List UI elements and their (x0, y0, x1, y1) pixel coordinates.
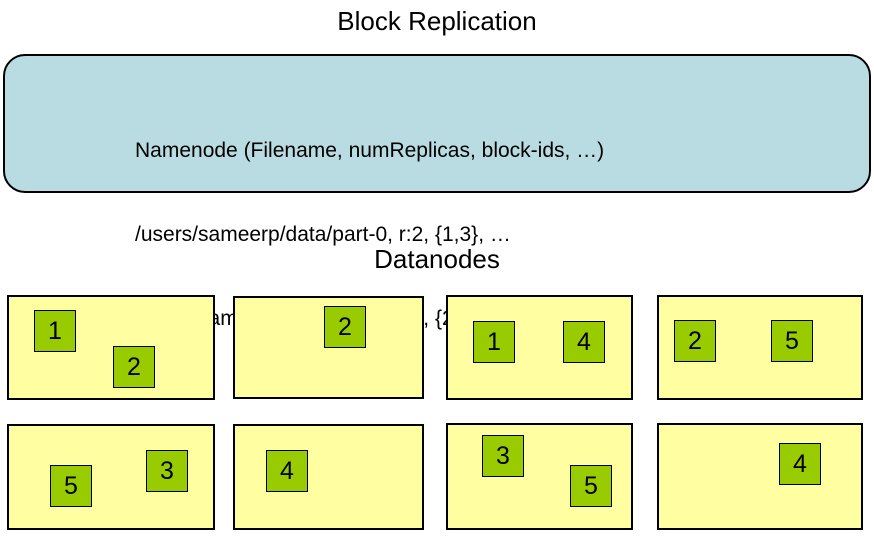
namenode-line-part0: /users/sameerp/data/part-0, r:2, {1,3}, … (135, 223, 511, 246)
block-4: 4 (779, 443, 821, 485)
block-3: 3 (146, 450, 188, 492)
datanode-6: 4 (233, 424, 424, 530)
block-1: 1 (473, 321, 515, 363)
block-4: 4 (266, 450, 308, 492)
block-2: 2 (324, 306, 366, 348)
block-4: 4 (563, 321, 605, 363)
datanodes-label: Datanodes (374, 244, 500, 274)
block-1: 1 (34, 310, 76, 352)
block-3: 3 (482, 435, 524, 477)
block-5: 5 (50, 465, 92, 507)
block-2: 2 (674, 320, 716, 362)
namenode-box: Namenode (Filename, numReplicas, block-i… (3, 54, 871, 330)
datanode-8: 4 (657, 423, 863, 530)
namenode-line-header: Namenode (Filename, numReplicas, block-i… (135, 139, 605, 162)
block-5: 5 (570, 465, 612, 507)
block-2: 2 (113, 346, 155, 388)
block-5: 5 (771, 320, 813, 362)
page-title: Block Replication (337, 6, 537, 36)
datanode-2: 2 (233, 296, 424, 399)
